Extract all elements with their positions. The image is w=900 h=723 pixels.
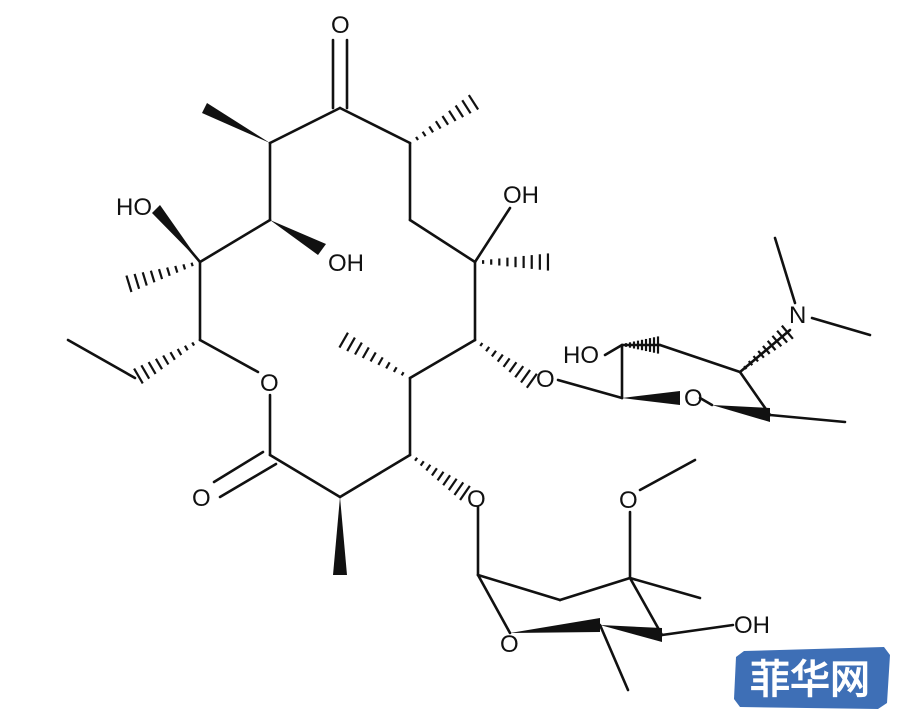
hashed-bond-stroke (415, 136, 419, 141)
dimethylamino-nitrogen-label: N (789, 302, 806, 329)
hashed-bond-stroke (191, 341, 196, 347)
hashed-bond-stroke (400, 371, 405, 376)
hashed-bond-stroke (428, 125, 434, 133)
hashed-bond-stroke (140, 364, 151, 380)
hashed-bond-stroke (766, 340, 777, 351)
hashed-bond-stroke (525, 373, 538, 389)
hydroxyl-label-top: OH (503, 182, 539, 209)
watermark-background (734, 647, 890, 709)
hashed-bond-stroke (125, 275, 133, 293)
lactone-ring-oxygen-label: O (260, 370, 279, 397)
hashed-bond-stroke (442, 474, 451, 486)
hashed-bond-stroke (447, 478, 458, 491)
hashed-bond-stroke (752, 355, 759, 363)
watermark-text: 菲华网 (750, 656, 870, 703)
hashed-bond-stroke (419, 460, 425, 467)
hashed-bond-stroke (502, 357, 511, 368)
hashed-bond-stroke (133, 368, 144, 384)
hashed-bond-stroke (757, 350, 765, 359)
hashed-bond-stroke (184, 345, 189, 351)
hashed-bond-stroke (133, 273, 141, 290)
hashed-bond-stroke (441, 115, 450, 126)
hashed-bond-stroke (461, 99, 472, 114)
hashed-bond-stroke (448, 110, 457, 122)
wedge-bonds (152, 103, 770, 642)
hashed-bond-stroke (385, 361, 391, 369)
cladinose-link-oxygen-label: O (467, 486, 486, 513)
hashed-bond-stroke (174, 265, 179, 273)
hashed-bond-stroke (147, 361, 157, 375)
watermark-badge: 菲华网 (734, 647, 890, 709)
hashed-bond-stroke (377, 356, 384, 366)
hashed-bond-stroke (508, 361, 518, 373)
ketone-oxygen-label: O (331, 12, 350, 39)
desosamine-ring-oxygen-label: O (684, 385, 703, 412)
hashed-bond-stroke (414, 457, 419, 462)
hashed-bond-stroke (771, 335, 783, 348)
hashed-bond-stroke (361, 346, 370, 359)
desosamine-hydroxyl-label: HO (563, 342, 599, 369)
hashed-bond-stroke (154, 358, 163, 370)
hashed-bond-stroke (434, 120, 442, 130)
hydroxyl-label-middle: OH (328, 250, 364, 277)
hashed-bond-stroke (162, 354, 170, 366)
hashed-bond-stroke (485, 346, 491, 352)
desosamine-link-oxygen-label: O (536, 366, 555, 393)
hashed-bond-stroke (781, 324, 794, 340)
hashed-bond-stroke (747, 360, 754, 366)
hydroxyl-label-left: HO (116, 194, 152, 221)
hashed-bond-stroke (453, 481, 465, 496)
hashed-bond-stroke (354, 341, 363, 356)
hashed-bond-stroke (743, 365, 748, 370)
hashed-bond-stroke (454, 104, 465, 118)
hashed-bond-stroke (338, 332, 349, 349)
hashed-bond-stroke (431, 467, 438, 477)
hashed-bond-stroke (490, 350, 497, 358)
hashed-bond-stroke (467, 94, 480, 111)
atom-labels: O O O HO OH OH HO N O O O O O OH (116, 12, 806, 658)
hashed-bond-stroke (149, 270, 156, 283)
hashed-bond-stroke (141, 272, 148, 286)
hashed-bond-stroke (459, 485, 471, 501)
hashed-bond-stroke (169, 351, 176, 361)
hashed-bond-stroke (762, 345, 771, 355)
methoxy-oxygen-label: O (619, 487, 638, 514)
hashed-bond-stroke (436, 471, 445, 481)
hashed-bond-stroke (157, 268, 164, 280)
hashed-bond-stroke (776, 329, 788, 344)
hashed-bond-stroke (421, 131, 427, 137)
hashed-bond-stroke (392, 366, 398, 373)
hashed-bond-stroke (514, 365, 525, 378)
hashed-bond-stroke (496, 353, 504, 363)
hashed-bond-stroke (520, 369, 531, 384)
cladinose-hydroxyl-label: OH (734, 612, 770, 639)
hashed-bond-stroke (176, 348, 183, 356)
hashed-bond-stroke (425, 464, 432, 472)
hashed-bond-stroke (479, 342, 484, 347)
hashed-bond-stroke (190, 262, 194, 267)
hashed-bond-stroke (369, 351, 377, 363)
lactone-carbonyl-oxygen-label: O (192, 485, 211, 512)
bond-lines (66, 38, 872, 692)
hashed-bond-stroke (182, 263, 187, 270)
hashed-bonds (125, 94, 794, 501)
hashed-bond-stroke (166, 267, 171, 277)
cladinose-ring-oxygen-label: O (500, 631, 519, 658)
hashed-bond-stroke (346, 337, 356, 352)
